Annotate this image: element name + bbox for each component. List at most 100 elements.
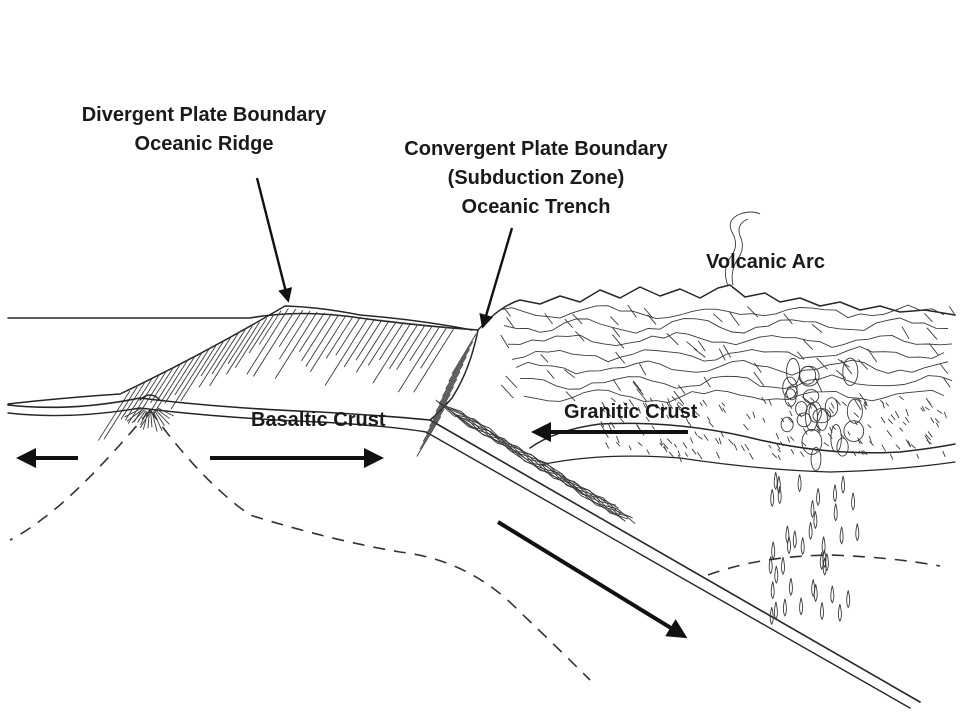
mountain-stroke — [673, 390, 685, 405]
magma-droplet — [770, 581, 775, 600]
magma-droplet — [824, 553, 829, 572]
granite-fleck — [860, 450, 866, 455]
plume-stroke — [126, 408, 144, 422]
wedge-stroke — [432, 378, 458, 420]
granite-fleck — [669, 404, 674, 409]
convergent-boundary-label: Convergent Plate Boundary (Subduction Zo… — [404, 135, 667, 222]
hatch-stroke — [355, 319, 383, 361]
magma-chamber — [780, 357, 865, 472]
mountain-stroke — [546, 369, 555, 379]
mountain-stroke — [901, 326, 910, 340]
wedge-stroke — [422, 401, 448, 442]
granite-fleck — [847, 431, 851, 436]
mountain-ridge-line — [499, 304, 945, 320]
granite-fleck — [777, 455, 781, 461]
wedge-stroke — [429, 386, 454, 427]
granite-fleck — [869, 440, 874, 446]
granite-fleck — [921, 405, 926, 412]
granite-fleck — [685, 418, 690, 425]
mountain-stroke — [627, 304, 637, 318]
oceanic-trench-label: Oceanic Trench — [461, 196, 611, 218]
mountain-stroke — [686, 341, 698, 351]
granite-fleck — [930, 417, 935, 424]
mountain-range-hatching — [499, 304, 956, 411]
volcanic-arc-label: Volcanic Arc — [706, 251, 825, 273]
granite-fleck — [835, 399, 841, 406]
granite-fleck — [623, 401, 629, 409]
granite-fleck — [601, 401, 607, 409]
granite-fleck — [608, 424, 612, 432]
granite-fleck — [628, 399, 635, 407]
magma-droplet — [819, 552, 824, 571]
granite-fleck — [925, 433, 931, 441]
magma-droplet — [833, 484, 837, 503]
mountain-stroke — [612, 334, 625, 349]
granite-fleck — [907, 440, 912, 448]
mountain-stroke — [853, 398, 862, 411]
mountain-stroke — [540, 354, 549, 363]
hatch-stroke — [343, 318, 376, 368]
granite-fleck — [776, 443, 781, 450]
mountain-stroke — [615, 351, 626, 364]
granite-fleck — [890, 414, 896, 421]
hatch-stroke — [325, 315, 354, 359]
mountain-stroke — [835, 369, 847, 379]
granite-fleck — [862, 450, 868, 456]
granite-fleck — [722, 407, 726, 414]
granite-fleck — [857, 397, 862, 402]
magma-blob — [824, 397, 839, 417]
granite-fleck — [920, 407, 924, 412]
granitic-crust-base-lower — [539, 455, 956, 473]
magma-droplet — [770, 489, 775, 508]
granite-fleck — [697, 435, 703, 440]
continent-surface — [477, 284, 956, 331]
ridge-hatching — [97, 308, 455, 441]
mountain-stroke — [565, 391, 576, 402]
granite-fleck — [864, 401, 868, 407]
granite-fleck — [721, 402, 726, 407]
magma-droplet — [792, 530, 797, 549]
granite-fleck — [887, 418, 893, 425]
hatch-stroke — [396, 324, 426, 370]
hatch-stroke — [127, 375, 160, 424]
granite-fleck — [858, 450, 864, 455]
granite-fleck — [661, 403, 665, 410]
granite-fleck — [936, 409, 943, 414]
mountain-stroke — [647, 314, 657, 325]
divergent-boundary-label: Divergent Plate Boundary Oceanic Ridge — [82, 101, 327, 159]
hatch-stroke — [225, 321, 260, 375]
mountain-stroke — [811, 323, 823, 334]
hatch-stroke — [335, 316, 361, 356]
mountain-stroke — [814, 377, 823, 392]
mountain-stroke — [746, 306, 759, 318]
granite-fleck — [677, 450, 681, 457]
granite-fleck — [905, 408, 909, 417]
plume-stroke — [124, 407, 144, 418]
mountain-stroke — [636, 388, 647, 402]
granite-fleck — [927, 431, 933, 438]
hatch-stroke — [170, 348, 210, 410]
magma-droplet — [785, 525, 790, 544]
magma-droplet — [768, 556, 773, 575]
granite-fleck — [720, 430, 724, 438]
mountain-stroke — [666, 333, 679, 346]
granite-fleck — [809, 397, 815, 402]
granite-fleck — [655, 403, 661, 410]
granite-fleck — [867, 424, 872, 429]
granite-fleck — [636, 423, 642, 432]
granite-fleck — [696, 451, 703, 460]
granite-fleck — [831, 425, 837, 430]
magma-droplet — [816, 488, 821, 507]
hatch-stroke — [278, 309, 304, 347]
mountain-stroke — [722, 344, 732, 358]
mountain-stroke — [942, 376, 951, 388]
granite-fleck — [610, 397, 617, 403]
granite-fleck — [830, 402, 835, 409]
granite-fleck — [761, 396, 767, 405]
magma-droplet — [810, 500, 815, 519]
magma-droplet — [769, 607, 774, 626]
wedge-stroke — [442, 356, 467, 397]
magma-blob — [780, 416, 794, 433]
granite-fleck — [600, 424, 605, 431]
